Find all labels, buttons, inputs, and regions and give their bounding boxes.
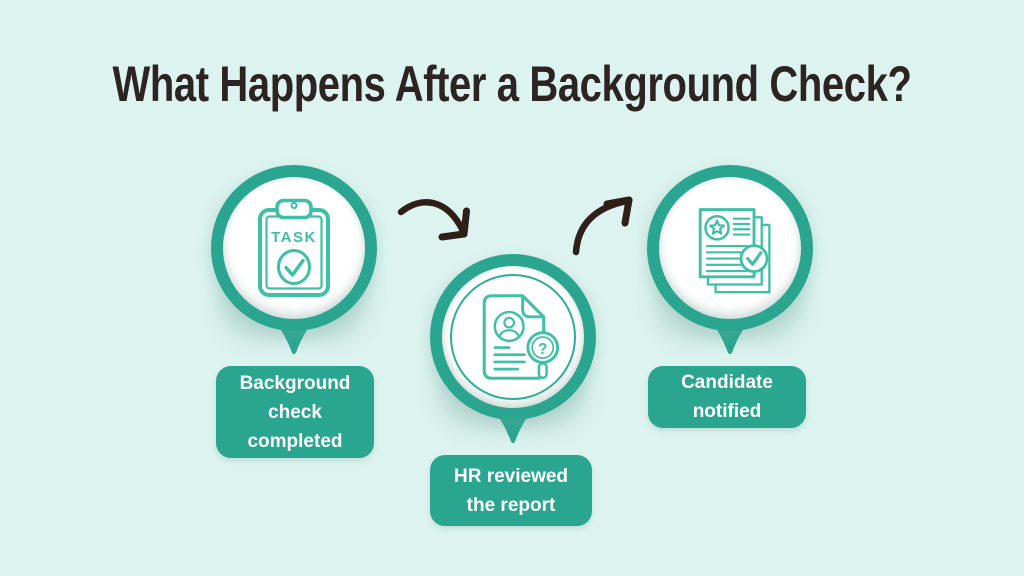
pin-disc: ? — [442, 266, 584, 408]
approved-documents-icon — [698, 208, 771, 294]
page-title: What Happens After a Background Check? — [112, 56, 912, 112]
pin-ring: TASK — [211, 165, 377, 331]
star-icon — [709, 219, 726, 235]
step-1-label: Background check completed — [216, 366, 374, 458]
step-3-pin — [647, 165, 813, 355]
pin-ring: ? — [430, 254, 596, 420]
clipboard-task-icon: TASK — [258, 198, 330, 297]
pin-ring — [647, 165, 813, 331]
inner-ring — [450, 274, 576, 400]
curved-arrow-up-right-icon — [572, 196, 633, 256]
checkmark-icon — [746, 251, 763, 266]
curved-arrow-down-right-icon — [397, 199, 470, 241]
step-3-label-text: Candidate notified — [681, 372, 773, 422]
pin-disc: TASK — [223, 177, 365, 319]
checkmark-icon — [284, 258, 305, 277]
step-1-pin: TASK — [211, 165, 377, 355]
step-2-label-text: HR reviewed the report — [453, 465, 569, 516]
step-2-pin: ? — [430, 254, 596, 444]
step-2-label: HR reviewed the report — [430, 455, 592, 526]
step-1-label-text: Background check completed — [239, 372, 351, 452]
step-3-label: Candidate notified — [648, 366, 806, 428]
pin-disc — [659, 177, 801, 319]
task-icon-text: TASK — [271, 229, 317, 246]
